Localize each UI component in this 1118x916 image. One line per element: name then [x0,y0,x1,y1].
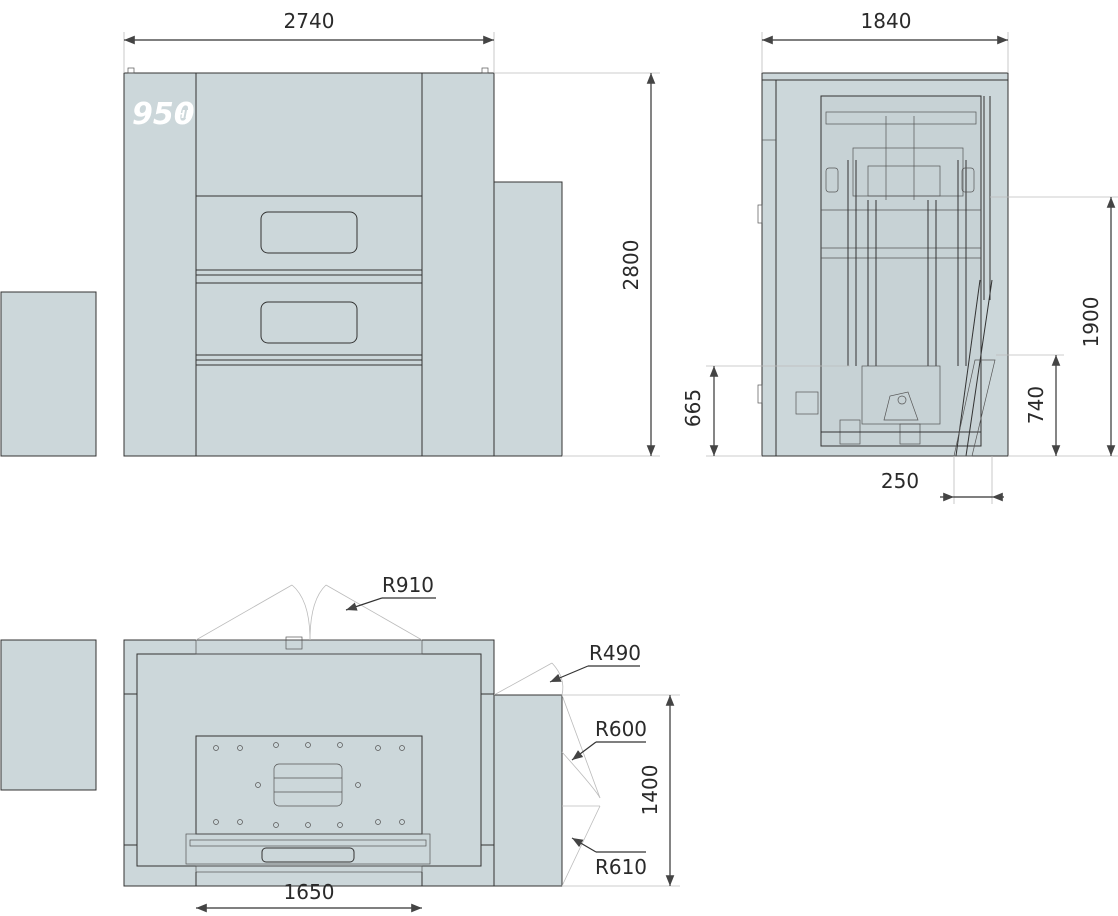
side-view: 1840 1900 740 665 250 [681,9,1118,504]
dim-label-740: 740 [1024,386,1048,424]
logo-suffix: HL [176,108,192,121]
logo-main: 950 [132,97,195,132]
dim-label-1840: 1840 [861,9,912,33]
dim-label-1400: 1400 [638,765,662,816]
top-view: R910 R490 R600 R610 1400 1650 [0,573,680,913]
top-right-cabinet [493,694,563,887]
front-window-upper [260,211,358,254]
front-view: 950 HL 2740 2800 [0,9,660,457]
radius-label-r600: R600 [595,717,647,741]
brand-logo: 950 HL [132,97,195,132]
top-left-cabinet [0,639,97,791]
dim-label-1900: 1900 [1079,297,1103,348]
top-table [195,735,423,835]
front-main-body [123,72,495,457]
dim-label-665: 665 [681,389,705,427]
front-left-cabinet [0,291,97,457]
front-right-cabinet [493,181,563,457]
radius-label-r910: R910 [382,573,434,597]
dim-label-2800: 2800 [619,240,643,291]
radius-label-r610: R610 [595,855,647,879]
dim-label-1650: 1650 [284,880,335,904]
radius-label-r490: R490 [589,641,641,665]
dim-label-250: 250 [881,469,919,493]
dim-label-2740: 2740 [284,9,335,33]
table-bolt-holes [213,742,405,828]
front-window-lower [260,301,358,344]
